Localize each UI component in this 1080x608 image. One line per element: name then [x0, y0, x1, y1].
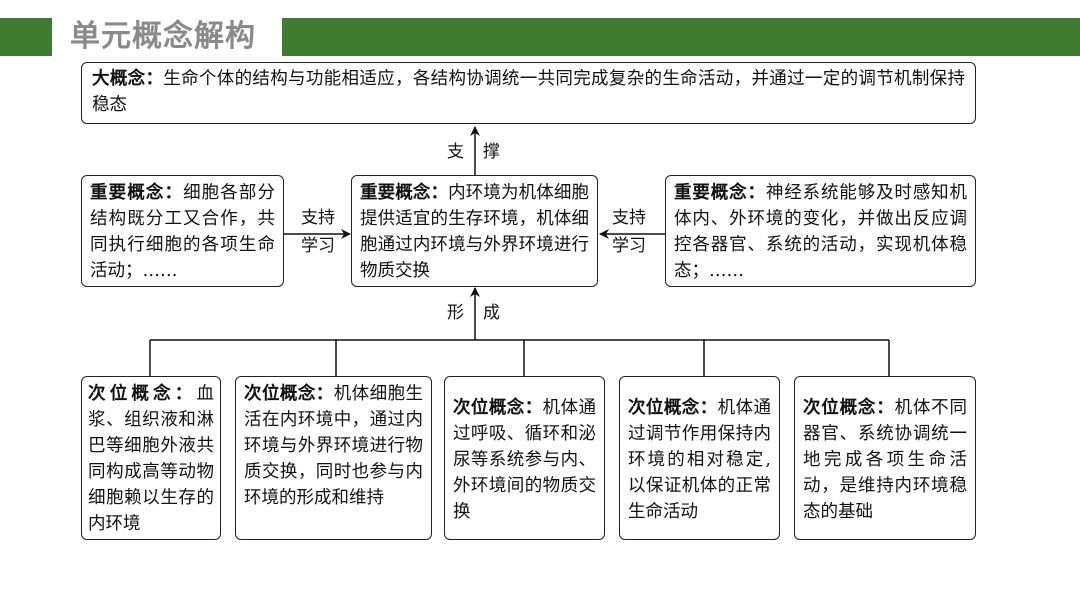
important-concept-text: 神经系统能够及时感知机体内、外环境的变化，并做出反应调控各器官、系统的活动，实现… — [674, 183, 968, 281]
important-concept-label: 重要概念： — [674, 183, 766, 203]
header-bar-left — [0, 18, 52, 56]
sub-concept-box-1: 次位概念：血浆、组织液和淋巴等细胞外液共同构成高等动物细胞赖以生存的内环境 — [81, 376, 221, 540]
sub-concept-label: 次位概念： — [244, 384, 334, 404]
big-concept-text: 生命个体的结构与功能相适应，各结构协调统一共同完成复杂的生命活动，并通过一定的调… — [92, 69, 966, 115]
sub-concept-text: 血浆、组织液和淋巴等细胞外液共同构成高等动物细胞赖以生存的内环境 — [88, 384, 214, 534]
edge-label-form-2: 成 — [483, 303, 500, 323]
sub-concept-box-4: 次位概念：机体通过调节作用保持内环境的相对稳定,以保证机体的正常生命活动 — [619, 376, 780, 540]
edge-label-form-1: 形 — [447, 303, 464, 323]
sub-concept-label: 次位概念： — [803, 398, 895, 418]
sub-concept-box-2: 次位概念：机体细胞生活在内环境中，通过内环境与外界环境进行物质交换，同时也参与内… — [235, 376, 432, 540]
important-concept-label: 重要概念： — [360, 183, 449, 203]
page-title: 单元概念解构 — [70, 19, 256, 54]
sub-concept-label: 次位概念： — [628, 398, 718, 418]
header-bar-right — [282, 18, 1080, 56]
important-concept-box-2: 重要概念：内环境为机体细胞提供适宜的生存环境，机体细胞通过内环境与外界环境进行物… — [351, 175, 598, 287]
sub-concept-label: 次位概念： — [453, 398, 543, 418]
sub-concept-text: 机体通过调节作用保持内环境的相对稳定,以保证机体的正常生命活动 — [628, 398, 772, 522]
important-concept-box-1: 重要概念：细胞各部分结构既分工又合作，共同执行细胞的各项生命活动；…… — [81, 175, 284, 287]
important-concept-text: 细胞各部分结构既分工又合作，共同执行细胞的各项生命活动；…… — [90, 183, 276, 281]
edge-label-left-1: 支持 — [301, 208, 335, 228]
big-concept-label: 大概念： — [92, 69, 164, 89]
important-concept-label: 重要概念： — [90, 183, 184, 203]
sub-concept-text: 机体不同器官、系统协调统一地完成各项生命活动，是维持内环境稳态的基础 — [803, 398, 967, 522]
sub-concept-box-3: 次位概念：机体通过呼吸、循环和泌尿等系统参与内、外环境间的物质交换 — [444, 376, 605, 540]
important-concept-box-3: 重要概念：神经系统能够及时感知机体内、外环境的变化，并做出反应调控各器官、系统的… — [665, 175, 976, 287]
big-concept-box: 大概念：生命个体的结构与功能相适应，各结构协调统一共同完成复杂的生命活动，并通过… — [81, 62, 976, 124]
edge-label-support-2: 撑 — [483, 142, 500, 162]
important-concept-text: 内环境为机体细胞提供适宜的生存环境，机体细胞通过内环境与外界环境进行物质交换 — [360, 183, 589, 281]
sub-concept-box-5: 次位概念：机体不同器官、系统协调统一地完成各项生命活动，是维持内环境稳态的基础 — [794, 376, 976, 540]
edge-label-right-1: 支持 — [612, 208, 646, 228]
edge-label-left-2: 学习 — [301, 236, 335, 256]
sub-concept-text: 机体细胞生活在内环境中，通过内环境与外界环境进行物质交换，同时也参与内环境的形成… — [244, 384, 424, 508]
sub-concept-text: 机体通过呼吸、循环和泌尿等系统参与内、外环境间的物质交换 — [453, 398, 597, 522]
edge-label-right-2: 学习 — [612, 236, 646, 256]
sub-concept-label: 次位概念： — [88, 384, 197, 404]
edge-label-support-1: 支 — [447, 142, 464, 162]
